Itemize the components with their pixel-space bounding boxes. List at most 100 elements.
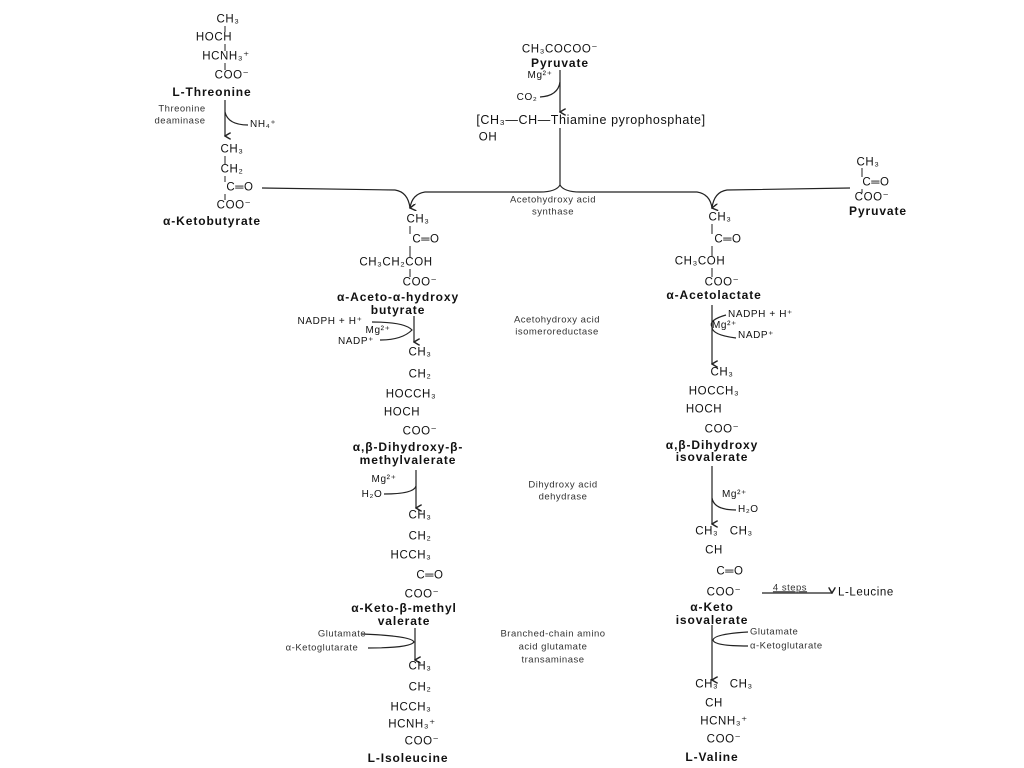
right-nadp: NADP⁺ (738, 330, 775, 341)
right-nadph: NADPH + H⁺ (728, 309, 793, 320)
right-dehydrase-h2o: H₂O (738, 504, 759, 515)
pyruvate-right-formula-2: C═O (862, 176, 890, 189)
pyruvate-top-name: Pyruvate (531, 56, 589, 70)
enzyme-threonine-deaminase-1: Threonine (158, 103, 206, 115)
arrow-ketobutyrate-merge (261, 187, 410, 208)
arrow-pyruvate-right-merge (711, 187, 851, 209)
left-glutamate: Glutamate (317, 628, 367, 640)
mg-cofactor-top: Mg²⁺ (527, 70, 553, 81)
dhmv-formula-2: CH₂ (408, 368, 432, 381)
left-mg: Mg²⁺ (365, 325, 391, 336)
val-formula-2: CH (705, 697, 723, 710)
kiv-name-2: isovalerate (675, 613, 749, 627)
arrow-nh4-release (224, 111, 249, 126)
ile-formula-5: COO⁻ (404, 735, 440, 748)
h2o-release-right (711, 497, 737, 511)
co2-product: CO₂ (516, 92, 538, 103)
acetolactate-name: α-Acetolactate (666, 288, 762, 302)
enzyme-isomeroreductase-1: Acetohydroxy acid (513, 314, 601, 326)
dhmv-name-1: α,β-Dihydroxy-β- (352, 440, 464, 454)
kiv-formula-2: CH (705, 544, 723, 557)
cofactor-loop-right (710, 314, 737, 339)
ahb-name-1: α-Aceto-α-hydroxy (336, 290, 460, 304)
right-dehydrase-mg: Mg²⁺ (722, 489, 747, 500)
h2o-release-left (383, 485, 417, 495)
dhiv-formula-1: CH₃ (710, 366, 734, 379)
bond-lines (224, 26, 863, 277)
enzyme-synthase-1: Acetohydroxy acid (509, 194, 597, 206)
ahb-formula-1: CH₃ (406, 213, 430, 226)
ketobutyrate-formula-1: CH₃ (220, 143, 244, 156)
ile-formula-4: HCNH₃⁺ (388, 718, 436, 731)
left-dehydrase-h2o: H₂O (361, 489, 383, 500)
ile-formula-3: HCCH₃ (390, 701, 432, 714)
cofactor-loop-left (371, 321, 413, 341)
leucine-steps: 4 steps (772, 582, 808, 594)
val-formula-3: HCNH₃⁺ (700, 715, 748, 728)
kmv-formula-3: HCCH₃ (390, 549, 432, 562)
dhmv-formula-4: HOCH (383, 406, 421, 419)
enzyme-transaminase-2: acid glutamate (518, 641, 588, 653)
dhmv-formula-3: HOCCH₃ (385, 388, 437, 401)
arrow-tpp-to-left (409, 184, 561, 209)
kiv-name-1: α-Keto (690, 600, 734, 614)
kiv-formula-4: COO⁻ (706, 586, 742, 599)
pyruvate-right-formula-3: COO⁻ (854, 191, 890, 204)
ahb-formula-4: COO⁻ (402, 276, 438, 289)
threonine-formula-3: HCNH₃⁺ (202, 50, 250, 63)
ahb-name-2: butyrate (370, 303, 426, 317)
kiv-formula-1: CH₃ CH₃ (695, 525, 753, 538)
ahb-formula-2: C═O (412, 233, 440, 246)
left-nadph: NADPH + H⁺ (297, 316, 363, 327)
glu-loop-left (361, 633, 415, 649)
ketobutyrate-formula-4: COO⁻ (216, 199, 252, 212)
enzyme-synthase-2: synthase (531, 206, 575, 218)
tpp-intermediate: [CH₃—CH—Thiamine pyrophosphate] (476, 112, 706, 127)
right-glutamate: Glutamate (750, 626, 799, 638)
valine-name: L-Valine (685, 750, 739, 764)
threonine-formula-2: HOCH (195, 31, 233, 44)
pyruvate-right-name: Pyruvate (849, 204, 907, 218)
threonine-formula-1: CH₃ (216, 13, 240, 26)
ile-formula-1: CH₃ (408, 660, 432, 673)
left-ketoglutarate: α-Ketoglutarate (285, 642, 359, 654)
kmv-formula-5: COO⁻ (404, 588, 440, 601)
kmv-name-1: α-Keto-β-methyl (351, 601, 457, 615)
kmv-formula-1: CH₃ (408, 509, 432, 522)
ahb-formula-3: CH₃CH₂COH (359, 256, 433, 269)
dhiv-formula-3: HOCH (685, 403, 723, 416)
kiv-formula-3: C═O (716, 565, 744, 578)
kmv-formula-4: C═O (416, 569, 444, 582)
ketobutyrate-formula-2: CH₂ (220, 163, 244, 176)
pyruvate-right-formula-1: CH₃ (856, 156, 880, 169)
threonine-name: L-Threonine (172, 85, 252, 99)
al-formula-1: CH₃ (708, 211, 732, 224)
ile-formula-2: CH₂ (408, 681, 432, 694)
glu-loop-right (712, 631, 749, 647)
enzyme-threonine-deaminase-2: deaminase (154, 115, 206, 127)
enzyme-dehydrase-2: dehydrase (538, 491, 588, 503)
left-nadp: NADP⁺ (337, 336, 375, 347)
enzyme-transaminase-1: Branched-chain amino (500, 628, 606, 640)
al-formula-3: CH₃COH (674, 255, 726, 268)
dhiv-name-1: α,β-Dihydroxy (665, 438, 759, 452)
dhiv-formula-4: COO⁻ (704, 423, 740, 436)
leucine-name: L-Leucine (838, 586, 894, 599)
right-mg: Mg²⁺ (712, 320, 737, 331)
ketobutyrate-formula-3: C═O (226, 181, 254, 194)
enzyme-dehydrase-1: Dihydroxy acid (528, 479, 598, 491)
isoleucine-name: L-Isoleucine (367, 751, 449, 765)
pyruvate-top-formula: CH₃COCOO⁻ (521, 43, 599, 56)
enzyme-isomeroreductase-2: isomeroreductase (515, 326, 599, 338)
al-formula-2: C═O (714, 233, 742, 246)
left-dehydrase-mg: Mg²⁺ (371, 474, 397, 485)
kmv-formula-2: CH₂ (408, 530, 432, 543)
val-formula-1: CH₃ CH₃ (695, 678, 753, 691)
nh4-product: NH₄⁺ (250, 119, 277, 130)
al-formula-4: COO⁻ (704, 276, 740, 289)
ketobutyrate-name: α-Ketobutyrate (163, 214, 261, 228)
tpp-oh: OH (478, 131, 498, 144)
arrow-tpp-to-right (559, 184, 712, 208)
